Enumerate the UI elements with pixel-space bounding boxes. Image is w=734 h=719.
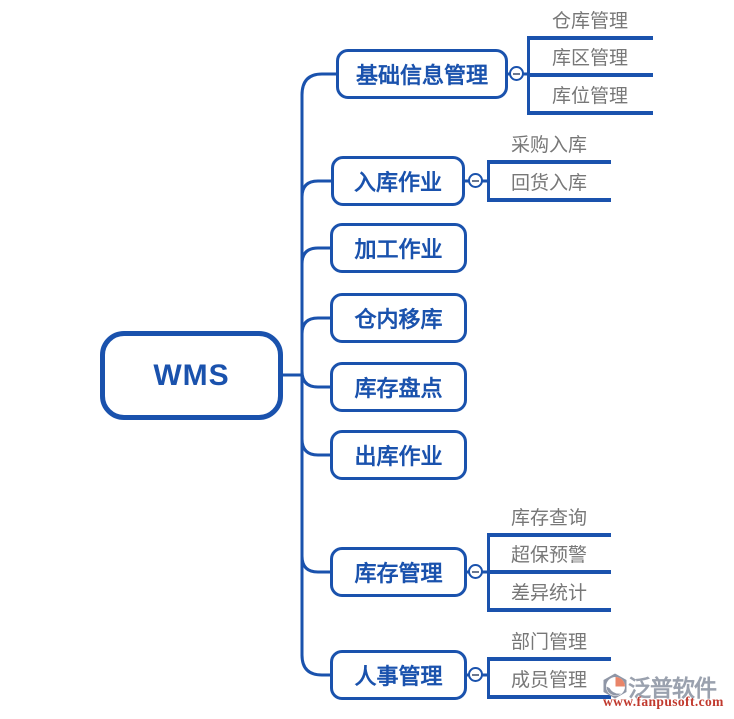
node-processing[interactable]: 加工作业 — [330, 223, 467, 273]
collapse-toggle-inbound[interactable] — [468, 173, 483, 188]
connector-branch-processing — [300, 246, 330, 265]
leaf-return-inbound[interactable]: 回货入库 — [487, 172, 611, 202]
leaf-department-mgmt[interactable]: 部门管理 — [487, 631, 611, 661]
node-inbound[interactable]: 入库作业 — [331, 156, 465, 206]
minus-icon — [472, 179, 479, 182]
connector-branch-outbound — [300, 438, 330, 457]
leaf-location-mgmt[interactable]: 库位管理 — [527, 85, 653, 115]
node-hr-mgmt[interactable]: 人事管理 — [330, 650, 467, 700]
connector-branch-inventory — [300, 555, 330, 574]
node-inventory-mgmt[interactable]: 库存管理 — [330, 547, 467, 597]
node-basic-info[interactable]: 基础信息管理 — [336, 49, 508, 99]
leaf-warehouse-mgmt[interactable]: 仓库管理 — [527, 10, 653, 40]
watermark: 泛普软件 www.fanpusoft.com — [598, 669, 734, 715]
leaf-inventory-query[interactable]: 库存查询 — [487, 507, 611, 537]
leaf-purchase-inbound[interactable]: 采购入库 — [487, 134, 611, 164]
node-stocktake[interactable]: 库存盘点 — [330, 362, 467, 412]
fanpu-logo-icon — [603, 673, 627, 699]
watermark-url-text: www.fanpusoft.com — [603, 694, 724, 709]
leaf-zone-mgmt[interactable]: 库区管理 — [527, 47, 653, 77]
collapse-toggle-basic-info[interactable] — [509, 66, 524, 81]
connector-branch-transfer — [300, 316, 330, 335]
collapse-toggle-hr[interactable] — [468, 667, 483, 682]
node-transfer[interactable]: 仓内移库 — [330, 293, 467, 343]
minus-icon — [513, 72, 520, 75]
connector-branch-basic-info — [300, 72, 336, 96]
leaf-expiry-warning[interactable]: 超保预警 — [487, 544, 611, 574]
node-outbound[interactable]: 出库作业 — [330, 430, 467, 480]
collapse-toggle-inventory[interactable] — [468, 564, 483, 579]
leaf-variance-stats[interactable]: 差异统计 — [487, 582, 611, 612]
leaf-member-mgmt[interactable]: 成员管理 — [487, 669, 611, 699]
watermark-brand-text: 泛普软件 — [628, 675, 717, 701]
connector-branch-inbound — [300, 179, 331, 198]
node-root-wms[interactable]: WMS — [100, 331, 283, 420]
connector-branch-hr — [300, 654, 330, 677]
minus-icon — [472, 570, 479, 573]
connector-branch-stocktake — [300, 370, 330, 389]
minus-icon — [472, 673, 479, 676]
